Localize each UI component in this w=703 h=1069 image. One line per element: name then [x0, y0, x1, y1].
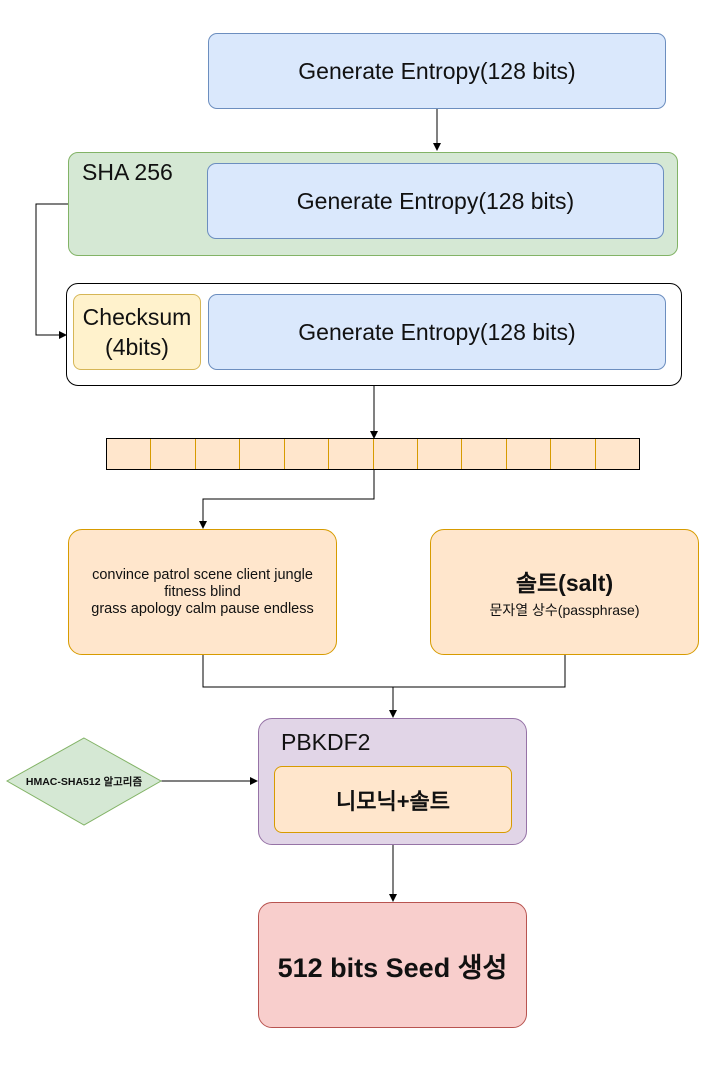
salt-title: 솔트(salt) [515, 570, 614, 596]
line-mnemonic-to-join [202, 655, 566, 688]
bit-strip [106, 438, 640, 470]
seed-box: 512 bits Seed 생성 [258, 902, 527, 1028]
bit-cell [196, 439, 241, 469]
checksum-label: Checksum [82, 304, 192, 330]
salt-box: 솔트(salt) 문자열 상수(passphrase) [430, 529, 699, 655]
entropy-top-label: Generate Entropy(128 bits) [298, 57, 576, 84]
mnemonic-line-3: grass apology calm pause endless [91, 600, 314, 617]
sha256-entropy-label: Generate Entropy(128 bits) [296, 187, 575, 214]
hmac-label: HMAC-SHA512 알고리즘 [25, 776, 143, 788]
seed-label: 512 bits Seed 생성 [277, 952, 508, 983]
mnemonic-line-1: convince patrol scene client jungle [92, 566, 313, 583]
checksum-bits-label: (4bits) [105, 334, 169, 360]
hmac-diamond: HMAC-SHA512 알고리즘 [7, 738, 161, 825]
checksum-entropy-box: Generate Entropy(128 bits) [208, 294, 666, 370]
checksum-entropy-label: Generate Entropy(128 bits) [298, 318, 576, 345]
bit-cell [507, 439, 552, 469]
bit-cell [329, 439, 374, 469]
arrow-bits-to-mnemonic [199, 470, 375, 529]
sha256-entropy-box: Generate Entropy(128 bits) [207, 163, 664, 239]
mnemonic-line-2: fitness blind [164, 583, 241, 600]
bit-cell [107, 439, 152, 469]
bit-cell [285, 439, 330, 469]
bit-cell [551, 439, 596, 469]
checksum-box: Checksum (4bits) [73, 294, 201, 370]
hmac-diamond-shape [5, 737, 163, 826]
arrow-sha256-to-checksum [35, 203, 68, 339]
bit-cell [374, 439, 418, 469]
pbkdf2-inner-label: 니모닉+솔트 [335, 788, 451, 814]
entropy-top-box: Generate Entropy(128 bits) [208, 33, 666, 109]
bit-cell [462, 439, 507, 469]
bit-cell [596, 439, 639, 469]
salt-subtitle: 문자열 상수(passphrase) [489, 602, 640, 618]
bit-cell [151, 439, 196, 469]
mnemonic-box: convince patrol scene client jungle fitn… [68, 529, 337, 655]
bit-cell [240, 439, 285, 469]
sha256-title: SHA 256 [82, 159, 173, 185]
pbkdf2-inner-box: 니모닉+솔트 [274, 766, 512, 833]
bit-cell [418, 439, 463, 469]
pbkdf2-title: PBKDF2 [281, 729, 371, 755]
